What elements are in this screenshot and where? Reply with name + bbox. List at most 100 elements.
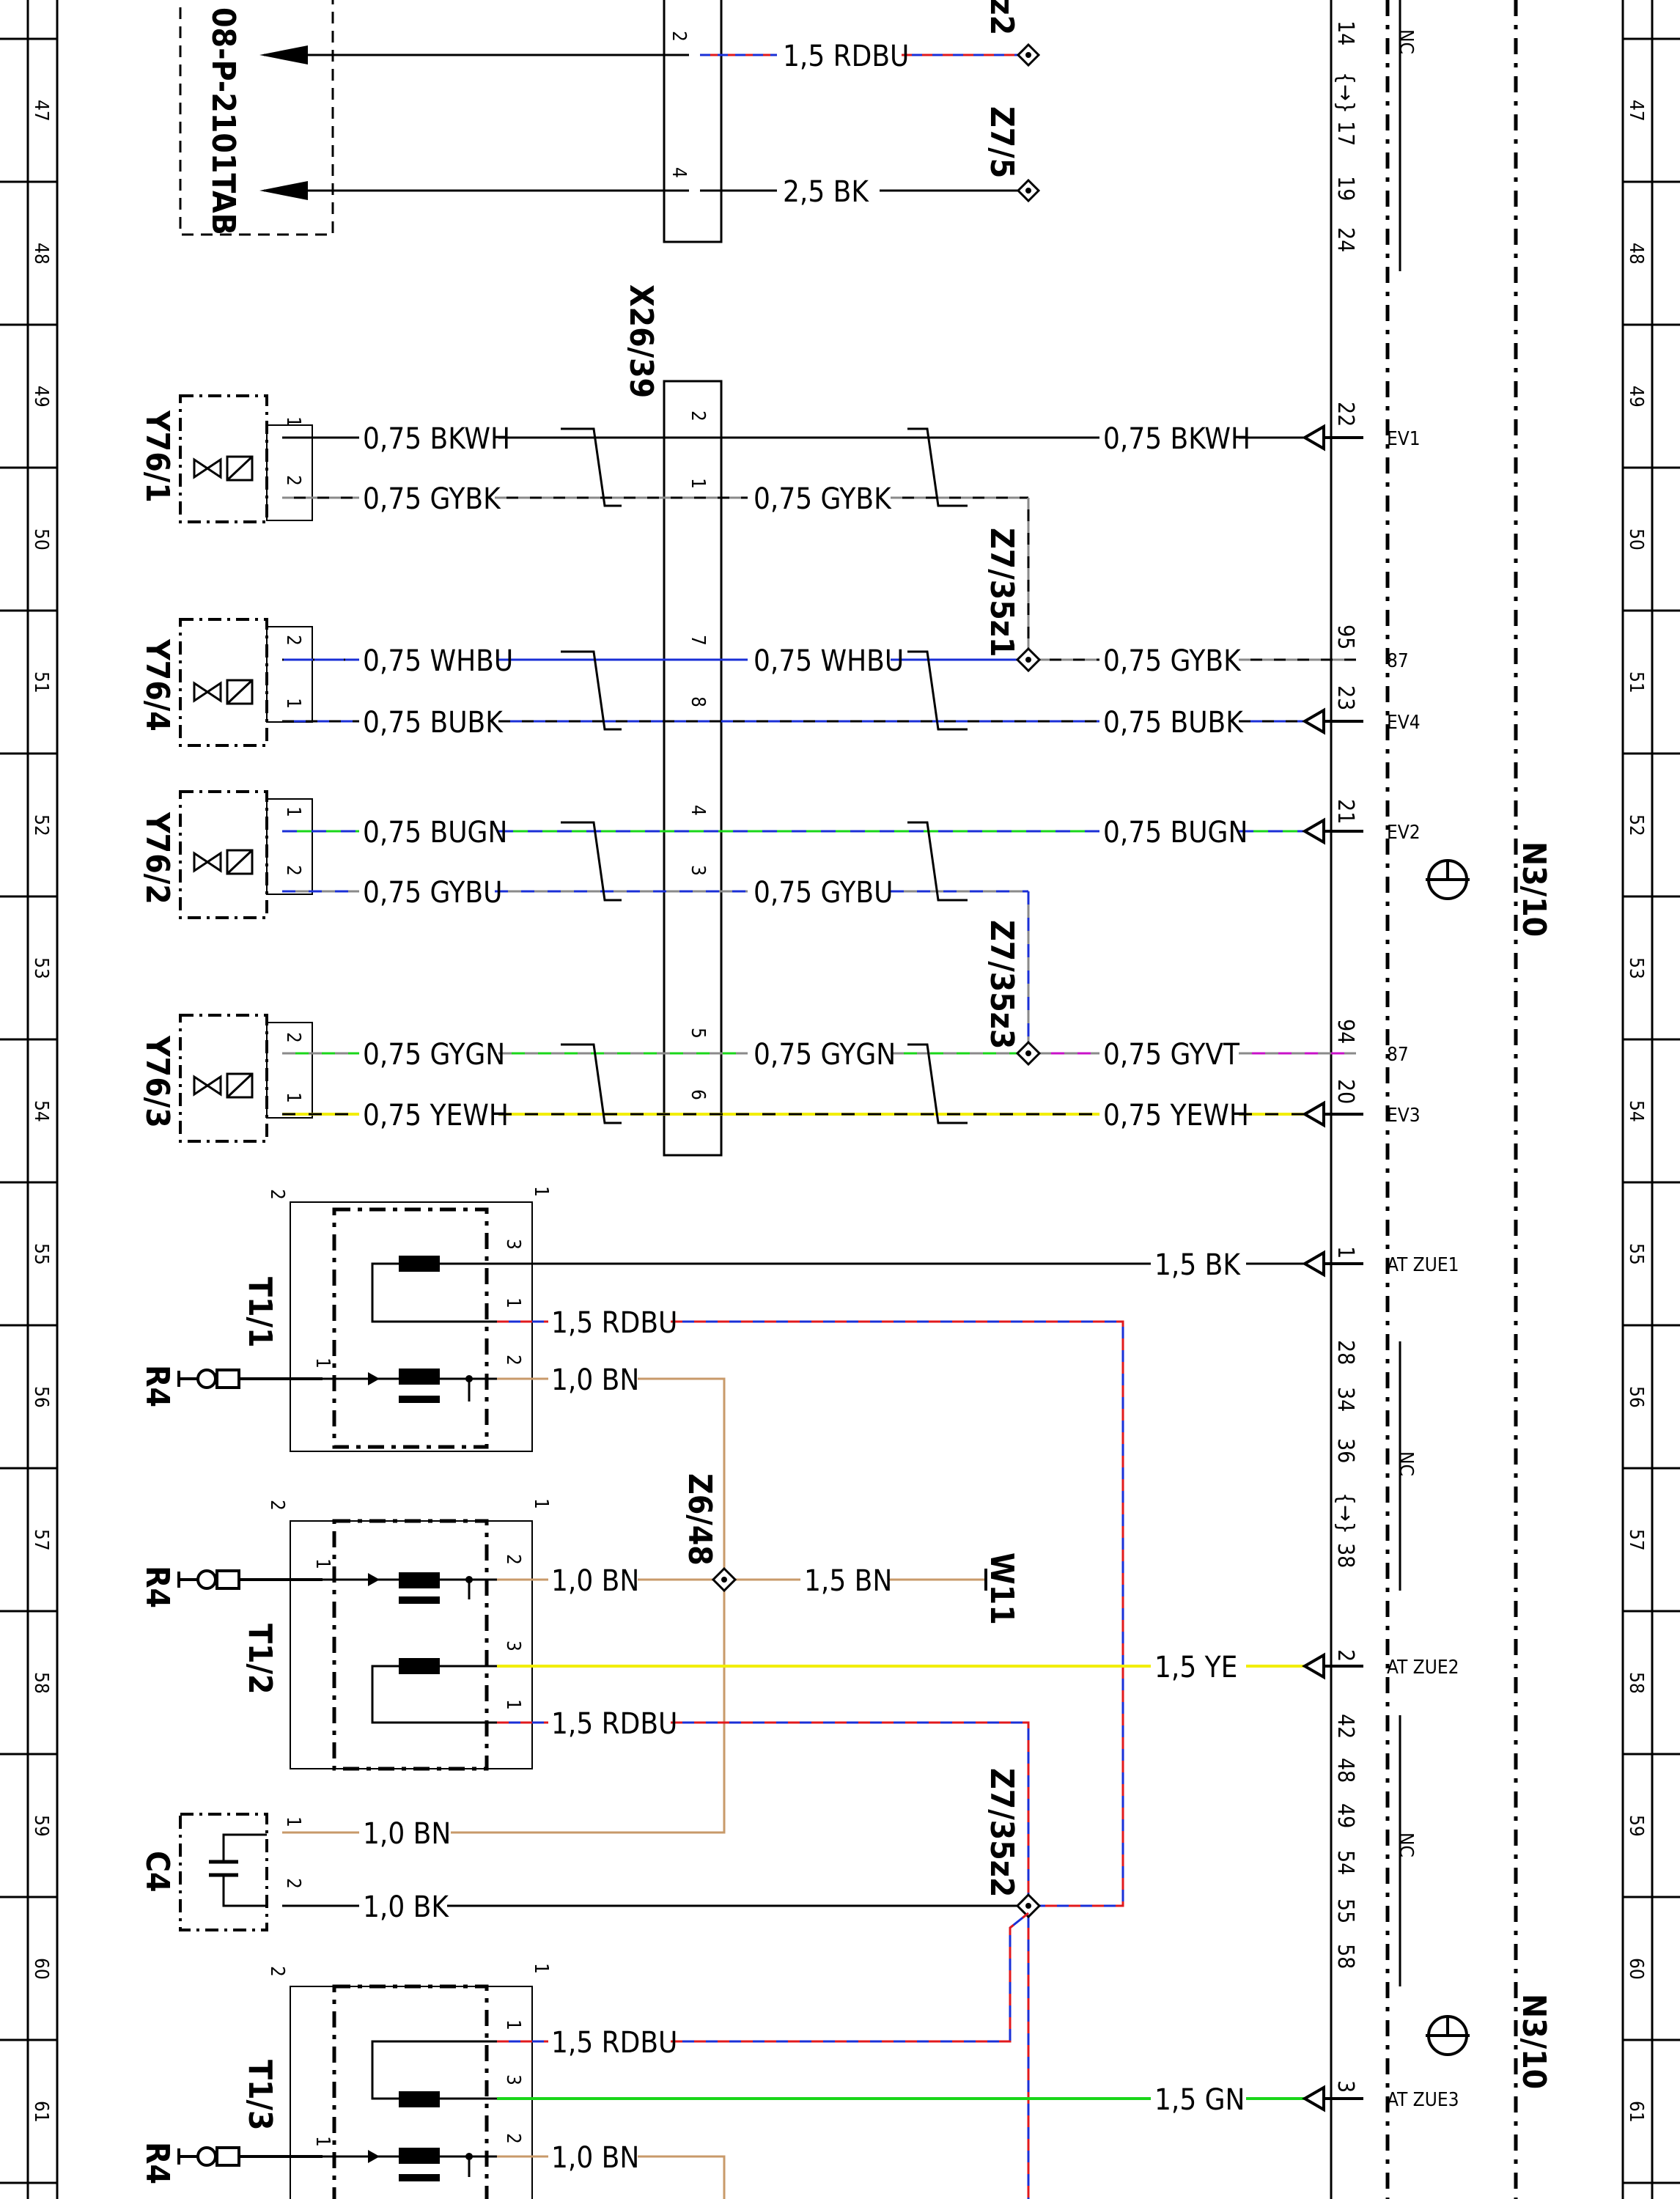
connector-x26-39 (663, 380, 723, 1157)
row-number-left: 52 (30, 814, 52, 836)
right-border (1621, 0, 1654, 2199)
arrow-top-1 (259, 45, 689, 65)
ecu-label-ev2: EV2 (1387, 822, 1421, 844)
row-number-left: 50 (30, 528, 52, 550)
valve-pin-y76-1-1: 1 (282, 416, 304, 427)
valve-y76-4-label: Y76/4 (139, 638, 176, 732)
coil-pin-2c: 2 (502, 2133, 524, 2144)
valve-y76-4 (179, 618, 313, 747)
coil-pin-1b: 1 (502, 1699, 524, 1710)
ecu-label-87-b: 87 (1387, 1044, 1409, 1066)
ecu-pin-36: 36 (1333, 1438, 1358, 1463)
row-number-left: 61 (30, 2101, 52, 2123)
x-pin-8: 8 (687, 696, 709, 707)
arrow-top-2 (259, 181, 689, 200)
x-pin-3: 3 (687, 865, 709, 876)
row-number-right: 52 (1625, 814, 1647, 836)
ecu-label-zue3: AT ZUE3 (1387, 2089, 1459, 2111)
capacitor-c4-label: C4 (139, 1851, 176, 1893)
wire-label-bkwh-1: 0,75 BKWH (363, 422, 510, 456)
ecu-loop-1: {→} (1333, 72, 1358, 114)
coil-t1-3-pin-1: 1 (530, 1963, 552, 1974)
spark-plug-r4-2-label: R4 (139, 1566, 176, 1608)
row-number-left: 55 (30, 1243, 52, 1265)
row-number-left: 58 (30, 1672, 52, 1694)
splice-z6-48 (711, 1566, 737, 1593)
coil-pin-3b: 3 (502, 1640, 524, 1651)
ground-symbol-2 (1426, 2015, 1470, 2056)
wire-label-bk-c4: 1,0 BK (363, 1890, 449, 1924)
ecu-label-87-a: 87 (1387, 650, 1409, 672)
wire-label-rdbu-t1-1: 1,5 RDBU (551, 1306, 677, 1340)
row-number-right: 57 (1625, 1529, 1647, 1551)
row-number-right: 61 (1625, 2101, 1647, 2123)
ecu-label-ev3: EV3 (1387, 1105, 1421, 1127)
coil-t1-3 (290, 1984, 533, 2199)
ecu-pin-24: 24 (1333, 227, 1358, 252)
wire-rdbu-t1-1 (497, 1320, 1124, 1907)
coil-t1-3-pin-2: 2 (266, 1966, 288, 1977)
ecu-pin-23: 23 (1333, 685, 1358, 710)
spark-plug-r4-3 (177, 2146, 323, 2167)
wire-label-bugn-2: 0,75 BUGN (1103, 816, 1248, 850)
coil-input-pin-1b: 1 (312, 1558, 334, 1569)
ecu-pin-34: 34 (1333, 1387, 1358, 1412)
ecu-nc-3: NC (1395, 1832, 1417, 1857)
row-number-left: 49 (30, 386, 52, 408)
row-number-left: 53 (30, 957, 52, 979)
valve-pin-y76-4-1: 1 (282, 698, 304, 709)
valve-y76-2 (179, 790, 313, 919)
wire-label-bugn-1: 0,75 BUGN (363, 816, 507, 850)
coil-t1-2-pin-2: 2 (266, 1500, 288, 1511)
valve-y76-1-label: Y76/1 (139, 410, 176, 503)
row-number-right: 55 (1625, 1243, 1647, 1265)
wire-label-whbu-1: 0,75 WHBU (363, 644, 513, 678)
w11-label: W11 (983, 1552, 1020, 1625)
wire-label-whbu-2: 0,75 WHBU (754, 644, 904, 678)
valve-y76-2-label: Y76/2 (139, 811, 176, 905)
capacitor-pin-1: 1 (282, 1816, 304, 1827)
wire-label-bn-t1-1: 1,0 BN (551, 1363, 639, 1397)
coil-pin-1a: 1 (502, 1297, 524, 1308)
splice-z7-35z3 (1015, 1040, 1042, 1067)
wire-label-bn-t1-2: 1,0 BN (551, 1564, 639, 1598)
ecu-label-ev1: EV1 (1387, 428, 1421, 450)
wire-rdbu-t1-2 (497, 1721, 1030, 2199)
wire-label-bkwh-2: 0,75 BKWH (1103, 422, 1250, 456)
wire-label-yewh-2: 0,75 YEWH (1103, 1099, 1249, 1132)
wire-gybu (282, 890, 1030, 1043)
splice-label-z7-35z2: Z7/35z2 (983, 1768, 1020, 1897)
row-number-right: 47 (1625, 100, 1647, 122)
wire-label-yewh-1: 0,75 YEWH (363, 1099, 509, 1132)
wire-label-gybk-2: 0,75 GYBK (754, 482, 892, 516)
wire-label-gygn-1: 0,75 GYGN (363, 1038, 505, 1072)
ecu-pin-3: 3 (1333, 2080, 1358, 2093)
capacitor-pin-2: 2 (282, 1878, 304, 1889)
splice-top-1 (1016, 43, 1041, 67)
coil-t1-2-pin-1: 1 (530, 1498, 552, 1509)
wire-bn-t1-3 (497, 2155, 726, 2199)
ecu-pin-38: 38 (1333, 1543, 1358, 1568)
splice-label-z7-35z1: Z7/35z1 (983, 528, 1020, 657)
top-connector-pin-2: 2 (668, 31, 690, 42)
x-pin-1: 1 (687, 478, 709, 489)
wire-label-gybk-3: 0,75 GYBK (1103, 644, 1242, 678)
x-pin-6: 6 (687, 1089, 709, 1100)
wire-label-rdbu-t1-2: 1,5 RDBU (551, 1707, 677, 1741)
splice-z7-35z2 (1015, 1893, 1042, 1919)
splice-label-z7-35z3: Z7/35z3 (983, 920, 1020, 1049)
valve-pin-y76-4-2: 2 (282, 635, 304, 646)
ecu-pin-17: 17 (1333, 121, 1358, 146)
ecu-label-n3-10-a: N3/10 (1515, 841, 1552, 937)
capacitor-c4 (179, 1813, 268, 1931)
coil-pin-1c: 1 (502, 2019, 524, 2030)
ref-box (179, 0, 334, 236)
ecu-nc-1: NC (1395, 29, 1417, 54)
row-number-right: 48 (1625, 243, 1647, 265)
wire-label-bn-t1-3: 1,0 BN (551, 2141, 639, 2175)
wire-label-gyvt: 0,75 GYVT (1103, 1038, 1240, 1072)
coil-t1-2 (290, 1519, 533, 1771)
coil-t1-1 (290, 1201, 533, 1452)
spark-plug-r4-1-label: R4 (139, 1365, 176, 1407)
